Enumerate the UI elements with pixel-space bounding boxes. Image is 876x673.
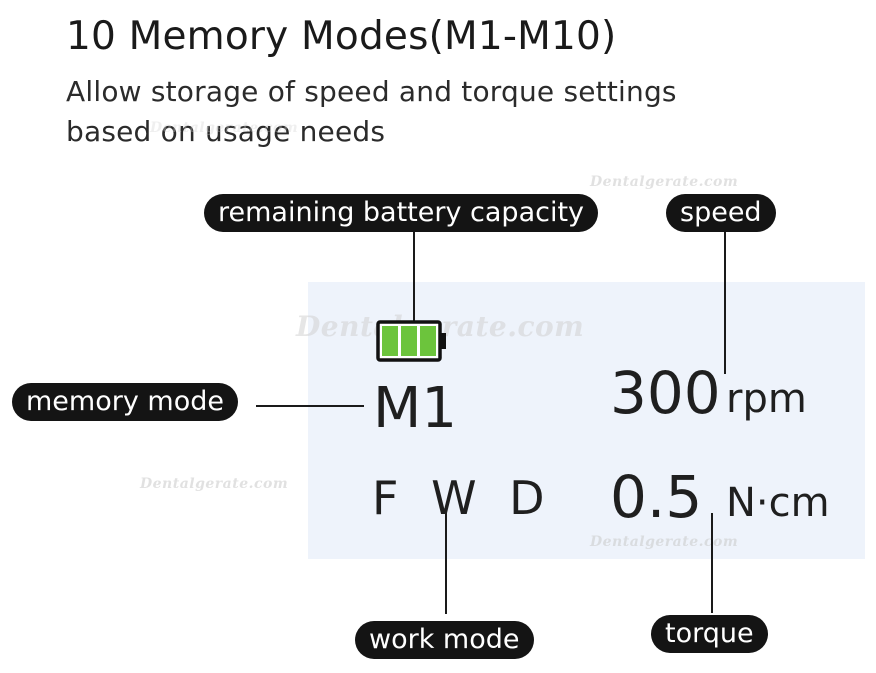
- battery-terminal: [440, 333, 446, 349]
- battery-connector-line: [413, 232, 415, 330]
- watermark: Dentalgerate.com: [590, 174, 739, 190]
- battery-segment: [420, 326, 436, 356]
- subtitle-line-1: Allow storage of speed and torque settin…: [66, 75, 677, 108]
- page-title: 10 Memory Modes(M1-M10): [66, 14, 617, 59]
- watermark: Dentalgerate.com: [140, 476, 289, 492]
- memory-mode-connector-line: [256, 405, 364, 407]
- speed-connector-line: [724, 232, 726, 374]
- speed-value: 300: [610, 359, 721, 427]
- watermark: Dentalgerate.com: [590, 534, 739, 550]
- torque-connector-line: [711, 513, 713, 613]
- memory-mode-value: M1: [373, 376, 457, 441]
- speed-label: speed: [666, 194, 776, 232]
- battery-segment: [382, 326, 398, 356]
- battery-segments: [382, 326, 436, 356]
- torque-label: torque: [651, 615, 768, 653]
- battery-segment: [401, 326, 417, 356]
- work-mode-connector-line: [445, 506, 447, 614]
- subtitle-line-2: based on usage needs: [66, 115, 386, 148]
- torque-value: 0.5: [610, 463, 703, 531]
- page-subtitle: Allow storage of speed and torque settin…: [66, 72, 766, 152]
- torque-unit: N·cm: [726, 480, 830, 526]
- battery-icon: [376, 320, 446, 362]
- speed-unit: rpm: [726, 376, 807, 422]
- work-mode-label: work mode: [355, 621, 534, 659]
- memory-mode-label: memory mode: [12, 383, 238, 421]
- work-mode-value: F W D: [372, 471, 545, 525]
- watermark: Dentalgerate.com: [150, 120, 299, 136]
- battery-capacity-label: remaining battery capacity: [204, 194, 599, 232]
